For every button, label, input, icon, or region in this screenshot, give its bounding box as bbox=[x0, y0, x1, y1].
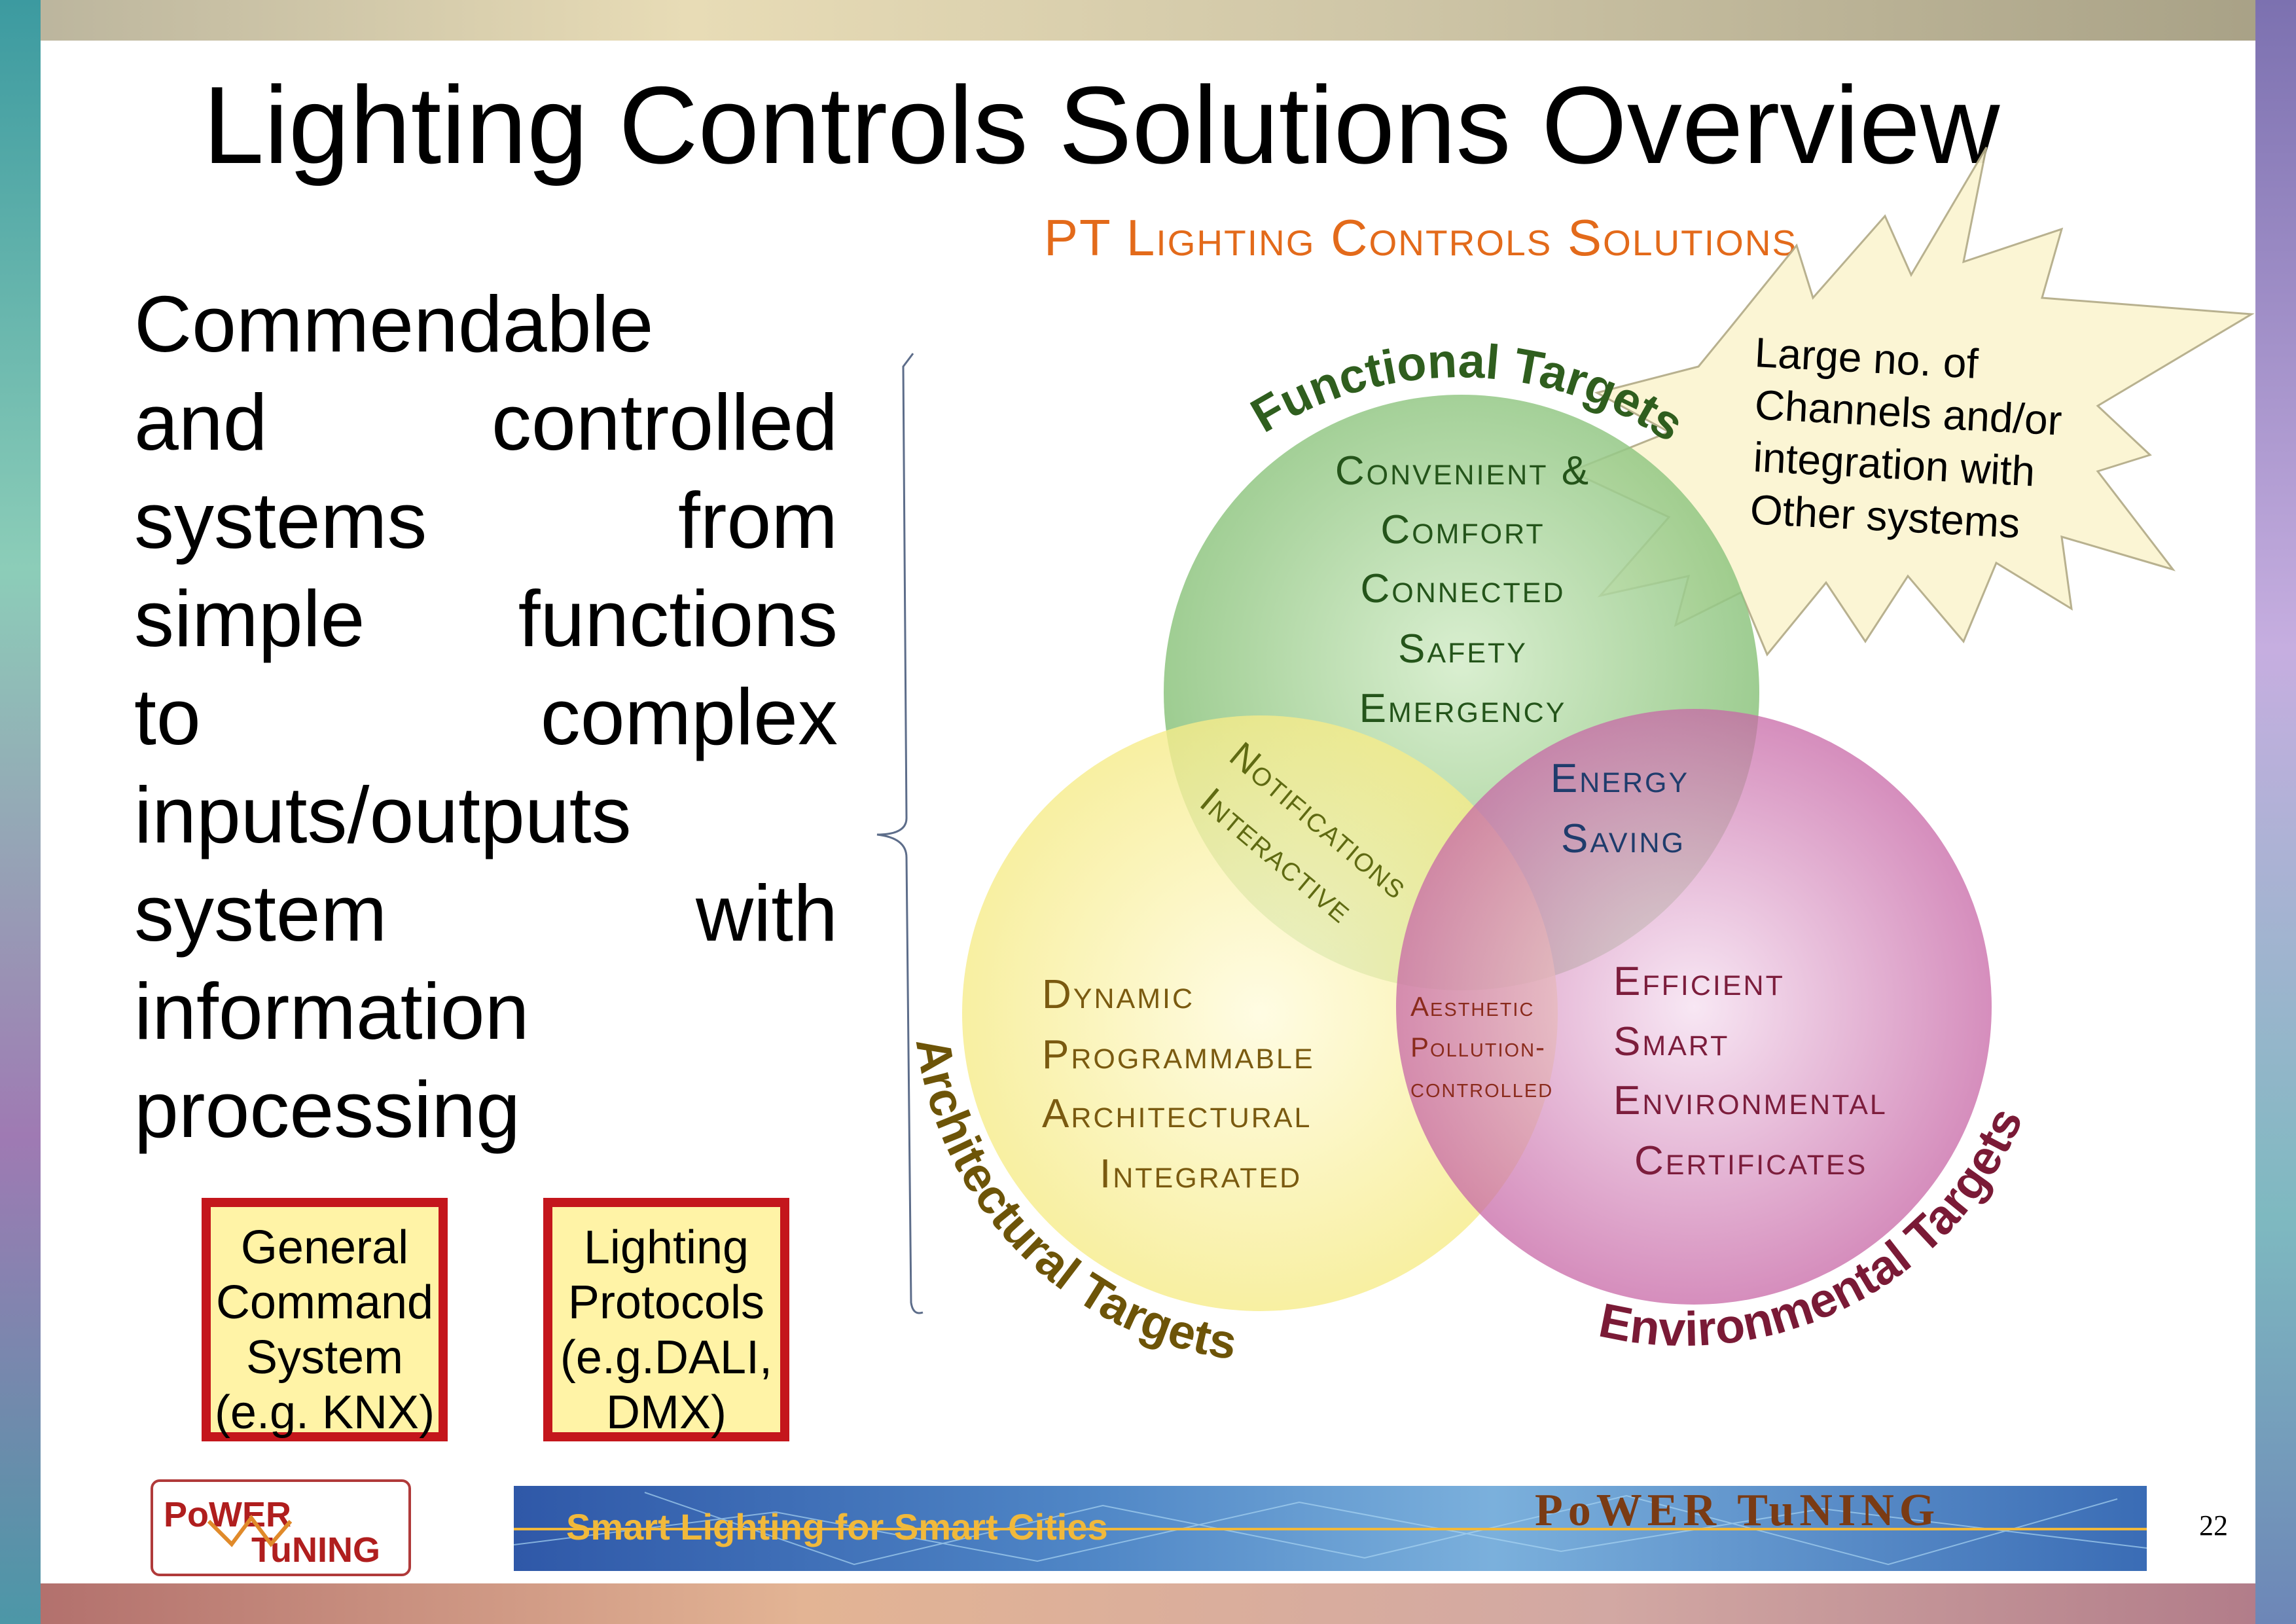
environmental-item: Smart bbox=[1613, 1019, 1729, 1064]
arch-env-item: Pollution- bbox=[1410, 1032, 1546, 1062]
environmental-item: Environmental bbox=[1613, 1078, 1888, 1123]
svg-text:PoWER: PoWER bbox=[164, 1495, 291, 1534]
slide-subtitle: PT Lighting Controls Solutions bbox=[1044, 209, 1798, 266]
arch-env-item: controlled bbox=[1410, 1072, 1553, 1103]
functional-item: Comfort bbox=[1380, 507, 1545, 552]
svg-text:TuNING: TuNING bbox=[251, 1530, 380, 1570]
functional-item: Convenient & bbox=[1335, 448, 1590, 494]
frame-right-border bbox=[2255, 0, 2296, 1624]
frame-left-border bbox=[0, 0, 41, 1624]
architectural-item: Integrated bbox=[1100, 1151, 1302, 1197]
power-tuning-logo-mark: PoWER TuNING bbox=[164, 1495, 380, 1570]
environmental-circle bbox=[1396, 709, 1992, 1305]
slide-title: Lighting Controls Solutions Overview bbox=[203, 63, 2000, 187]
body-line: Commendable bbox=[134, 280, 654, 369]
functional-item: Connected bbox=[1360, 566, 1565, 611]
architectural-item: Architectural bbox=[1042, 1091, 1312, 1136]
power-tuning-logo: PoWER TuNING bbox=[151, 1479, 411, 1576]
banner-slogan: Smart Lighting for Smart Cities bbox=[566, 1506, 1108, 1547]
frame-top-border bbox=[0, 0, 2296, 41]
smart-lighting-banner: PoWER TuNING Smart Lighting for Smart Ci… bbox=[514, 1486, 2147, 1571]
svg-text:PoWER TuNING: PoWER TuNING bbox=[1535, 1486, 1940, 1536]
functional-item: Safety bbox=[1398, 626, 1528, 672]
architectural-item: Programmable bbox=[1042, 1032, 1315, 1077]
frame-bottom-border bbox=[0, 1583, 2296, 1624]
arch-env-item: Aesthetic bbox=[1410, 991, 1534, 1022]
func-env-item: Energy bbox=[1551, 756, 1689, 801]
callout-line: Large no. of bbox=[1753, 329, 1979, 388]
general-command-system-box: General Command System (e.g. KNX) bbox=[202, 1198, 448, 1441]
body-line: inputs/outputs bbox=[134, 770, 632, 859]
func-env-item: Saving bbox=[1561, 816, 1685, 861]
brace-icon bbox=[876, 353, 924, 1314]
environmental-item: Efficient bbox=[1613, 959, 1785, 1004]
page-number: 22 bbox=[2199, 1509, 2228, 1542]
environmental-item: Certificates bbox=[1634, 1138, 1867, 1183]
architectural-circle bbox=[962, 715, 1558, 1311]
lighting-protocols-box: Lighting Protocols (e.g.DALI, DMX) bbox=[543, 1198, 789, 1441]
architectural-item: Dynamic bbox=[1042, 972, 1194, 1017]
functional-item: Emergency bbox=[1359, 686, 1567, 731]
banner-network-graphic: PoWER TuNING bbox=[514, 1486, 2147, 1566]
body-line: information bbox=[134, 967, 529, 1056]
body-line: processing bbox=[134, 1065, 520, 1154]
